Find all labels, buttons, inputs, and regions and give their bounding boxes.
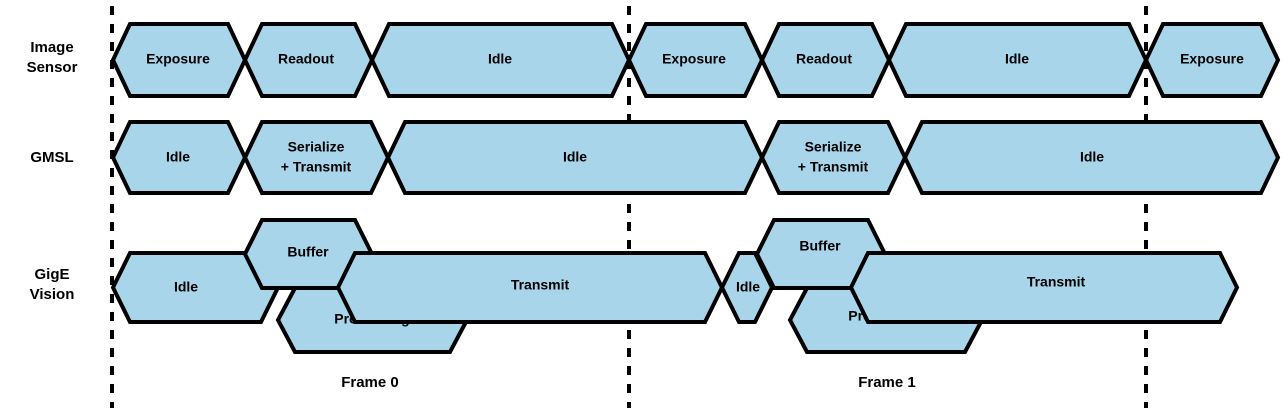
frame-marker-lines xyxy=(110,6,1148,408)
block-label-gige-transmit-1: Transmit xyxy=(1027,274,1086,290)
block-label-is-exposure-1: Exposure xyxy=(662,51,726,67)
block-shape-is-readout-1 xyxy=(759,22,892,98)
frame-label-frame-0: Frame 0 xyxy=(341,374,399,391)
block-label-gmsl-serialize-1-line1: Serialize xyxy=(805,139,862,155)
block-shape-gmsl-idle-0 xyxy=(110,120,248,195)
timing-block-is-idle-1[interactable]: Idle xyxy=(886,22,1149,98)
block-label-gige-transmit-0: Transmit xyxy=(511,277,570,293)
block-shape-gmsl-idle-1 xyxy=(385,120,765,195)
block-label-is-idle-1: Idle xyxy=(1005,51,1029,67)
block-shape-is-idle-1 xyxy=(886,22,1149,98)
block-label-is-readout-0: Readout xyxy=(278,51,334,67)
block-label-gmsl-idle-1: Idle xyxy=(563,149,587,165)
lane-label-gmsl: GMSL xyxy=(30,149,73,166)
block-label-gige-buffer-1: Buffer xyxy=(799,238,841,254)
block-shape-is-idle-0 xyxy=(369,22,632,98)
timing-block-gmsl-serialize-1[interactable]: Serialize + Transmit xyxy=(759,120,908,195)
lane-label-image-sensor: Image xyxy=(30,39,73,56)
timing-block-is-readout-1[interactable]: Readout xyxy=(759,22,892,98)
timing-block-gige-buffer-0[interactable]: Buffer xyxy=(242,218,375,290)
timing-block-gmsl-serialize-0[interactable]: Serialize + Transmit xyxy=(242,120,391,195)
block-label-is-exposure-0: Exposure xyxy=(146,51,210,67)
block-label-gmsl-serialize-0-line2: + Transmit xyxy=(281,159,352,175)
timing-block-gmsl-idle-0[interactable]: Idle xyxy=(110,120,248,195)
timing-block-gmsl-idle-1[interactable]: Idle xyxy=(385,120,765,195)
block-label-is-idle-0: Idle xyxy=(488,51,512,67)
block-label-gige-idle-1: Idle xyxy=(736,279,760,295)
block-shape-gige-transmit-0 xyxy=(335,251,725,324)
timing-block-is-exposure-0[interactable]: Exposure xyxy=(110,22,248,98)
block-label-gmsl-serialize-0-line1: Serialize xyxy=(288,139,345,155)
block-label-is-exposure-2: Exposure xyxy=(1180,51,1244,67)
frame-label-frame-1: Frame 1 xyxy=(858,374,916,391)
lane-label-image-sensor-line2: Sensor xyxy=(27,59,78,76)
timing-block-gige-transmit-0[interactable]: Transmit xyxy=(335,251,725,324)
timing-block-is-exposure-2[interactable]: Exposure xyxy=(1143,22,1281,98)
timing-block-gige-buffer-1[interactable]: Buffer xyxy=(754,218,888,290)
block-shape-gige-transmit-1 xyxy=(848,251,1240,324)
block-shape-gmsl-serialize-0 xyxy=(242,120,391,195)
timing-block-is-exposure-1[interactable]: Exposure xyxy=(626,22,765,98)
frame-labels: Frame 0 Frame 1 xyxy=(341,374,916,391)
block-shape-is-exposure-2 xyxy=(1143,22,1281,98)
timing-block-is-readout-0[interactable]: Readout xyxy=(242,22,375,98)
timing-block-gmsl-idle-2[interactable]: Idle xyxy=(902,120,1281,195)
lane-label-gige-vision: GigE xyxy=(34,266,69,283)
block-shape-is-exposure-0 xyxy=(110,22,248,98)
block-label-gige-idle-0: Idle xyxy=(174,279,198,295)
block-shape-is-exposure-1 xyxy=(626,22,765,98)
block-shape-is-readout-0 xyxy=(242,22,375,98)
lane-label-gige-vision-line2: Vision xyxy=(30,286,75,303)
block-shape-gmsl-idle-2 xyxy=(902,120,1281,195)
timing-block-gige-transmit-1[interactable]: Transmit xyxy=(848,251,1240,324)
timing-block-is-idle-0[interactable]: Idle xyxy=(369,22,632,98)
block-shape-gmsl-serialize-1 xyxy=(759,120,908,195)
block-label-gmsl-idle-2: Idle xyxy=(1080,149,1104,165)
block-label-is-readout-1: Readout xyxy=(796,51,852,67)
block-label-gige-buffer-0: Buffer xyxy=(287,244,329,260)
block-label-gmsl-serialize-1-line2: + Transmit xyxy=(798,159,869,175)
timing-block-gige-idle-1[interactable]: Idle xyxy=(719,251,775,324)
block-label-gmsl-idle-0: Idle xyxy=(166,149,190,165)
block-shape-gige-idle-1 xyxy=(719,251,775,324)
